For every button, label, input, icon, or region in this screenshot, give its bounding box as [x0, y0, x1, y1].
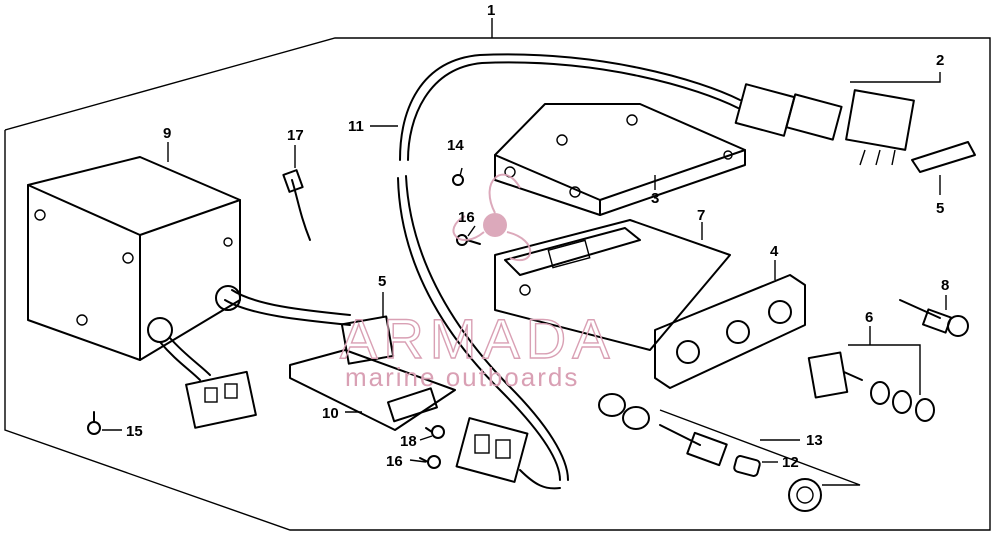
screw-part-14[interactable] — [452, 174, 464, 186]
cable-connector-bottom[interactable] — [455, 417, 561, 490]
callout-15: 15 — [126, 423, 143, 440]
callout-17: 17 — [287, 127, 304, 144]
clip-part-5-upper[interactable] — [911, 141, 976, 173]
callout-1: 1 — [487, 2, 495, 19]
callout-3: 3 — [651, 190, 659, 207]
callout-6: 6 — [865, 309, 873, 326]
bulb-part-12[interactable] — [733, 455, 761, 477]
callout-9: 9 — [163, 125, 171, 142]
callout-12: 12 — [782, 454, 799, 471]
screw-part-15[interactable] — [87, 411, 101, 435]
callout-18: 18 — [400, 433, 417, 450]
face-plate-part-4[interactable] — [654, 274, 806, 389]
assembly-frame — [4, 37, 991, 531]
watermark-tagline: marine outboards — [345, 362, 579, 392]
callout-8: 8 — [941, 277, 949, 294]
callout-10: 10 — [322, 405, 339, 422]
callout-11: 11 — [348, 118, 364, 135]
bracket-part-3[interactable] — [494, 103, 746, 216]
wire-terminal-part-17[interactable] — [282, 169, 311, 241]
lamp-lens[interactable] — [788, 478, 822, 512]
indicator-lamp-part-8[interactable] — [899, 299, 969, 337]
panel-frame-part-7[interactable] — [494, 219, 731, 351]
bolt-part-18[interactable] — [425, 425, 445, 439]
mounting-plate-part-10[interactable] — [289, 315, 456, 431]
watermark-logo — [452, 173, 532, 261]
bolt-part-16-lower[interactable] — [419, 455, 441, 469]
callout-7: 7 — [697, 207, 705, 224]
watermark-brand: ARMADA — [340, 307, 616, 370]
callout-5-upper: 5 — [936, 200, 944, 217]
control-box-part-9[interactable] — [27, 156, 241, 361]
bulb-socket-part-13[interactable] — [598, 393, 728, 467]
callout-16-upper: 16 — [458, 209, 475, 226]
callout-2: 2 — [936, 52, 944, 69]
callout-5-lower: 5 — [378, 273, 386, 290]
callout-13: 13 — [806, 432, 823, 449]
toggle-switch-part-6[interactable] — [807, 351, 935, 422]
callout-16-lower: 16 — [386, 453, 403, 470]
connector-part-2[interactable] — [734, 83, 915, 166]
cable-part-11[interactable] — [397, 53, 741, 481]
callout-4: 4 — [770, 243, 779, 260]
box-wire-harness — [147, 285, 351, 429]
callout-14: 14 — [447, 137, 464, 154]
